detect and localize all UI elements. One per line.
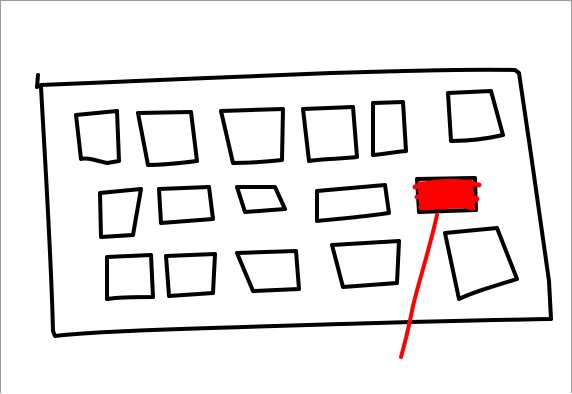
key-r1-5 bbox=[373, 102, 406, 155]
key-r3-3 bbox=[237, 251, 299, 291]
key-r3-1 bbox=[107, 255, 153, 299]
key-r2-1 bbox=[100, 189, 141, 237]
arrow-pointer-icon bbox=[401, 215, 437, 357]
key-r1-4 bbox=[303, 107, 357, 161]
key-r3-5 bbox=[445, 228, 517, 299]
key-r1-2 bbox=[138, 112, 197, 165]
key-r2-2 bbox=[159, 187, 213, 223]
key-r2-4 bbox=[317, 185, 389, 221]
key-r1-6 bbox=[448, 91, 503, 141]
key-r1-3 bbox=[221, 109, 283, 163]
key-r2-3 bbox=[237, 187, 285, 212]
key-r3-2 bbox=[166, 254, 215, 296]
key-r3-4 bbox=[332, 241, 399, 287]
key-r1-1 bbox=[76, 111, 119, 163]
